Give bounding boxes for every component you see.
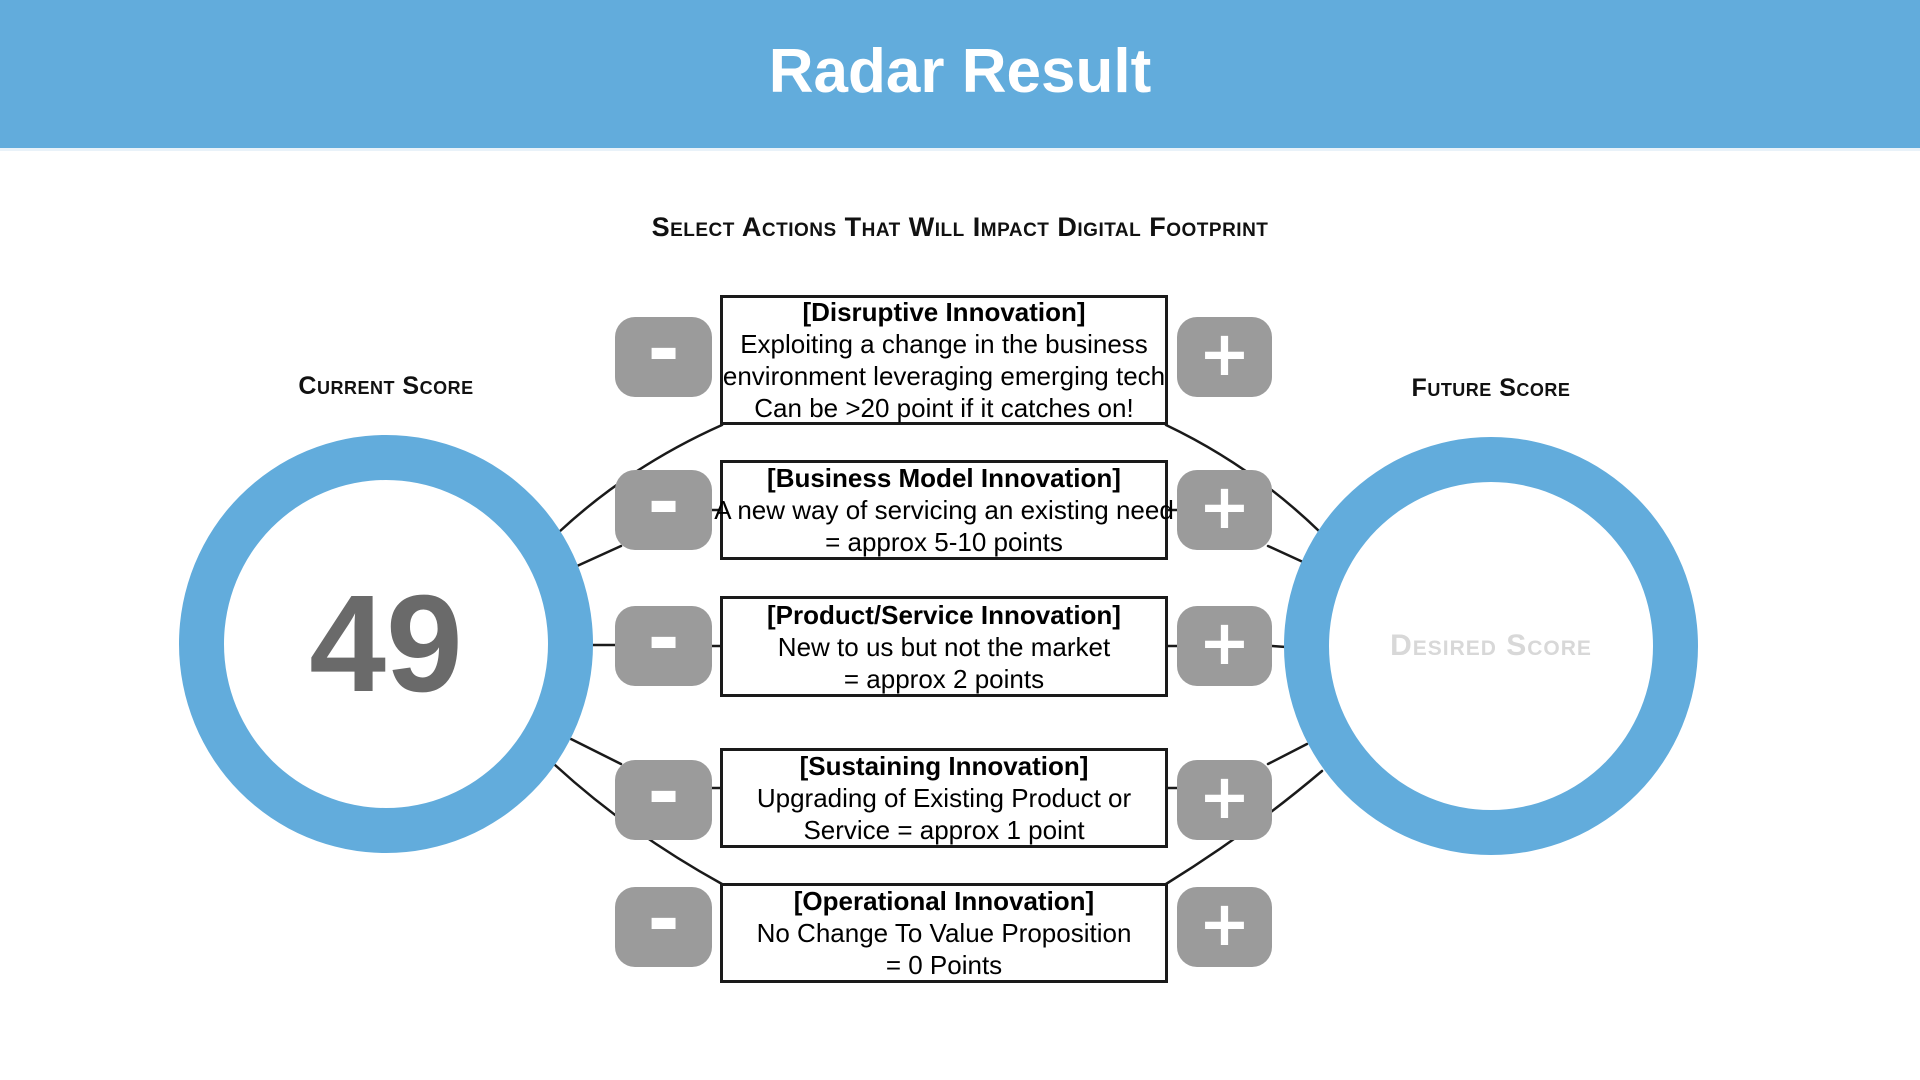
action-description-line: Can be >20 point if it catches on! xyxy=(754,393,1134,423)
header-bar: Radar Result xyxy=(0,0,1920,151)
action-description-line: Service = approx 1 point xyxy=(803,815,1085,845)
page-title: Radar Result xyxy=(768,36,1152,106)
action-box: [Sustaining Innovation] Upgrading of Exi… xyxy=(720,748,1168,848)
minus-icon: - xyxy=(647,875,680,965)
desired-score-placeholder: Desired Score xyxy=(1390,629,1592,662)
increase-action-button[interactable]: + xyxy=(1177,760,1272,840)
action-description-line: = approx 5-10 points xyxy=(825,527,1063,557)
action-box: [Operational Innovation] No Change To Va… xyxy=(720,883,1168,983)
decrease-action-button[interactable]: - xyxy=(615,754,712,840)
action-description-line: environment leveraging emerging tech xyxy=(722,361,1166,391)
action-box: [Disruptive Innovation] Exploiting a cha… xyxy=(720,295,1168,425)
action-title: [Disruptive Innovation] xyxy=(802,297,1086,327)
action-title: [Product/Service Innovation] xyxy=(767,599,1121,630)
increase-action-button[interactable]: + xyxy=(1177,887,1272,967)
minus-icon: - xyxy=(647,305,680,395)
action-description-line: Upgrading of Existing Product or xyxy=(756,783,1132,813)
current-score-label: Current Score xyxy=(298,372,474,400)
action-description-line: = 0 Points xyxy=(885,950,1003,980)
plus-icon: + xyxy=(1198,887,1251,960)
minus-icon: - xyxy=(647,594,680,684)
action-title: [Sustaining Innovation] xyxy=(799,751,1089,781)
action-title: [Business Model Innovation] xyxy=(767,463,1121,493)
action-description-line: A new way of servicing an existing need xyxy=(714,495,1174,525)
plus-icon: + xyxy=(1198,470,1251,543)
future-score-label: Future Score xyxy=(1411,374,1571,402)
decrease-action-button[interactable]: - xyxy=(615,600,712,686)
plus-icon: + xyxy=(1198,317,1251,390)
action-description-line: New to us but not the market xyxy=(777,631,1111,662)
increase-action-button[interactable]: + xyxy=(1177,470,1272,550)
plus-icon: + xyxy=(1198,760,1251,833)
future-score-circle: Desired Score xyxy=(1284,437,1698,855)
current-score-circle: 49 xyxy=(179,435,593,853)
current-score-value: 49 xyxy=(309,567,463,721)
minus-icon: - xyxy=(647,748,680,838)
action-title: [Operational Innovation] xyxy=(793,886,1095,916)
decrease-action-button[interactable]: - xyxy=(615,464,712,550)
action-box: [Business Model Innovation] A new way of… xyxy=(714,460,1174,560)
actions-instruction: Select Actions That Will Impact Digital … xyxy=(651,212,1269,242)
action-box: [Product/Service Innovation] New to us b… xyxy=(720,596,1168,697)
plus-icon: + xyxy=(1198,606,1251,679)
action-description-line: = approx 2 points xyxy=(843,663,1045,694)
decrease-action-button[interactable]: - xyxy=(615,311,712,397)
action-description-line: Exploiting a change in the business xyxy=(740,329,1148,359)
increase-action-button[interactable]: + xyxy=(1177,606,1272,686)
action-description-line: No Change To Value Proposition xyxy=(756,918,1132,948)
increase-action-button[interactable]: + xyxy=(1177,317,1272,397)
minus-icon: - xyxy=(647,458,680,548)
decrease-action-button[interactable]: - xyxy=(615,881,712,967)
